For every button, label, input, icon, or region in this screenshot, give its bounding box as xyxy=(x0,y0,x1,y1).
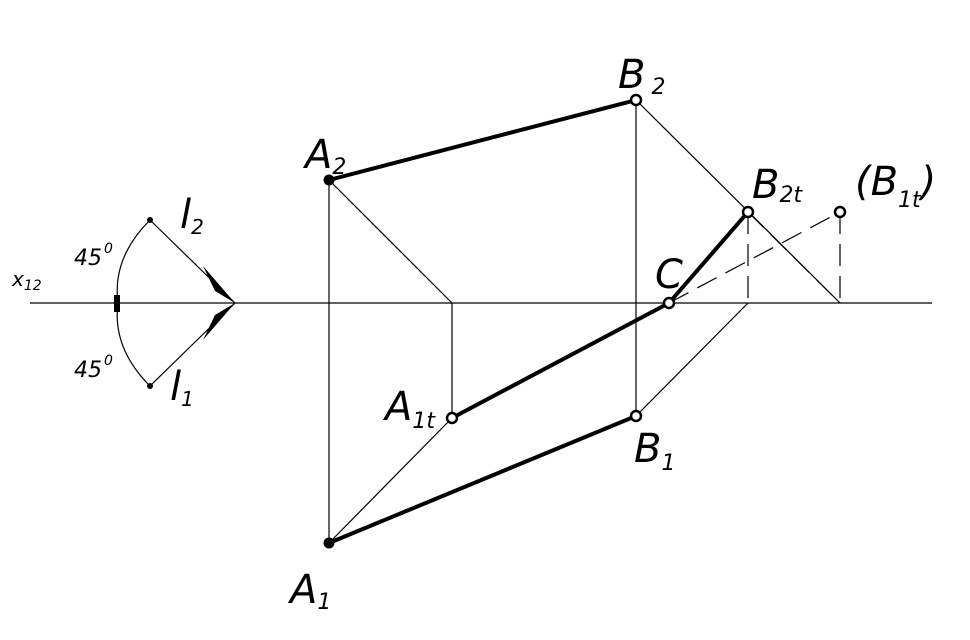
segment-c-b2t xyxy=(667,210,750,305)
axis-label: x12 xyxy=(11,267,42,294)
label-a1: A1 xyxy=(287,567,331,615)
angle-tick-mark xyxy=(114,295,120,312)
angle-arc-top xyxy=(116,219,151,304)
rotation-line-b1 xyxy=(635,302,749,417)
dash-line-c-b1t xyxy=(668,211,841,304)
label-b1: B1 xyxy=(634,426,675,476)
label-c: C xyxy=(655,252,683,298)
arc-end-top xyxy=(147,217,153,223)
point-c xyxy=(662,296,676,310)
label-b2t: B2t xyxy=(752,162,803,208)
label-b1t: (B1t) xyxy=(855,159,936,213)
point-a1 xyxy=(323,537,335,549)
arc-end-bottom xyxy=(147,383,153,389)
point-a1t xyxy=(445,411,459,425)
label-a2: A2 xyxy=(302,132,346,180)
angle-arc-bottom xyxy=(116,302,151,387)
label-l2: l2 xyxy=(180,192,204,239)
segment-a1-b1 xyxy=(327,414,638,545)
rotation-line-a2 xyxy=(328,179,453,304)
point-b2 xyxy=(629,93,643,107)
label-a1t: A1t xyxy=(382,384,436,434)
label-l1: l1 xyxy=(170,364,194,411)
point-a2 xyxy=(323,174,335,186)
dash-line-b2t-axis xyxy=(747,211,841,304)
segment-a1t-c xyxy=(450,301,671,420)
point-b1 xyxy=(629,409,643,423)
arrow-l2-head-icon xyxy=(203,266,235,303)
point-b1t xyxy=(833,205,847,219)
segment-a2-b2 xyxy=(327,98,638,182)
arrow-l1-head-icon xyxy=(203,303,235,340)
point-b2t xyxy=(741,205,755,219)
rotation-line-a1 xyxy=(328,417,453,544)
